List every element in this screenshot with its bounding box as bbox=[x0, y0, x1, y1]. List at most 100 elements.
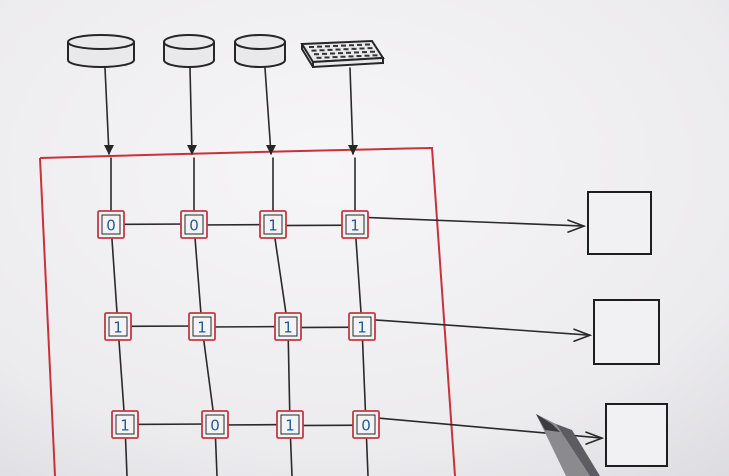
arrowhead-icon bbox=[266, 145, 276, 155]
bit-value: 1 bbox=[113, 319, 123, 337]
cell-frame bbox=[111, 410, 139, 439]
disk-top bbox=[234, 34, 286, 50]
output-wire bbox=[361, 318, 591, 337]
cell-frame bbox=[341, 210, 369, 239]
cell-inner bbox=[352, 316, 372, 337]
key bbox=[346, 51, 351, 54]
crosspoint-cell: 1 bbox=[274, 312, 302, 341]
input-wire bbox=[104, 67, 110, 155]
crosspoint-cell: 1 bbox=[104, 312, 132, 341]
column-wire bbox=[201, 326, 216, 426]
cell-inner bbox=[278, 316, 298, 337]
arrowhead-icon bbox=[573, 328, 593, 343]
crosspoint-cell: 1 bbox=[276, 410, 304, 439]
disk-drive-icon bbox=[234, 34, 286, 68]
key bbox=[370, 50, 375, 53]
key bbox=[338, 52, 343, 55]
cell-frame bbox=[104, 312, 132, 341]
key bbox=[367, 47, 373, 50]
cell-inner bbox=[280, 414, 300, 435]
cell-frame bbox=[97, 210, 125, 239]
column-wire bbox=[193, 224, 203, 328]
column-wire bbox=[272, 224, 289, 328]
key bbox=[327, 48, 333, 51]
disk-top bbox=[163, 34, 215, 50]
bit-value: 1 bbox=[283, 319, 293, 337]
key bbox=[343, 48, 349, 51]
key bbox=[351, 47, 357, 50]
column-wire bbox=[117, 326, 126, 426]
bit-value: 1 bbox=[357, 319, 367, 337]
disk-drive-icon bbox=[163, 34, 215, 68]
column-wire bbox=[361, 326, 367, 426]
cell-inner bbox=[205, 414, 225, 435]
cell-frame bbox=[259, 210, 287, 239]
key bbox=[365, 43, 370, 46]
pen-icon bbox=[536, 414, 600, 476]
cell-frame bbox=[352, 410, 380, 439]
crosspoint-cell: 0 bbox=[97, 210, 125, 239]
cell-inner bbox=[101, 214, 121, 235]
cell-frame bbox=[180, 210, 208, 239]
key bbox=[364, 54, 370, 57]
cell-inner bbox=[263, 214, 283, 235]
cell-inner bbox=[115, 414, 135, 435]
key bbox=[340, 55, 346, 58]
bit-value: 1 bbox=[268, 217, 278, 235]
disk-top bbox=[67, 34, 135, 50]
key bbox=[314, 53, 319, 56]
key bbox=[319, 49, 325, 52]
key bbox=[324, 56, 330, 59]
output-device-box bbox=[593, 299, 660, 365]
bit-value: 0 bbox=[361, 417, 371, 435]
key bbox=[317, 45, 322, 48]
key bbox=[325, 45, 330, 48]
key bbox=[311, 49, 317, 52]
switch-matrix-frame bbox=[39, 146, 456, 476]
cell-inner bbox=[184, 214, 204, 235]
crosspoint-cell: 0 bbox=[352, 410, 380, 439]
key bbox=[354, 51, 359, 54]
key bbox=[333, 44, 338, 47]
input-devices bbox=[67, 34, 385, 69]
key bbox=[356, 55, 362, 58]
crosspoint-cell: 1 bbox=[188, 312, 216, 341]
crosspoint-cell: 1 bbox=[259, 210, 287, 239]
column-wire bbox=[287, 326, 291, 426]
arrowhead-icon bbox=[348, 145, 358, 155]
key bbox=[348, 55, 354, 58]
column-wire bbox=[354, 224, 363, 328]
key bbox=[362, 51, 367, 54]
bit-value: 0 bbox=[210, 417, 220, 435]
cell-frame bbox=[188, 312, 216, 341]
key bbox=[332, 56, 338, 59]
bit-value: 1 bbox=[120, 417, 130, 435]
arrowhead-icon bbox=[104, 145, 114, 155]
bit-value: 1 bbox=[197, 319, 207, 337]
key bbox=[316, 56, 322, 59]
key bbox=[341, 44, 346, 47]
crosspoint-cells: 0 0 1 1 1 1 1 1 1 0 1 0 bbox=[97, 210, 380, 439]
output-devices bbox=[587, 191, 668, 467]
cell-frame bbox=[348, 312, 376, 341]
cell-frame bbox=[276, 410, 304, 439]
key bbox=[359, 47, 365, 50]
cell-inner bbox=[192, 316, 212, 337]
output-wire bbox=[354, 216, 585, 227]
crosspoint-cell: 1 bbox=[341, 210, 369, 239]
input-wire bbox=[189, 67, 193, 155]
bit-value: 1 bbox=[285, 417, 295, 435]
key bbox=[309, 46, 314, 48]
column-wire bbox=[110, 224, 119, 328]
key bbox=[322, 52, 327, 55]
crosspoint-cell: 0 bbox=[180, 210, 208, 239]
key bbox=[330, 52, 335, 55]
bit-value: 0 bbox=[189, 217, 199, 235]
key bbox=[357, 43, 362, 46]
input-wire bbox=[264, 67, 272, 155]
arrowhead-icon bbox=[187, 145, 197, 155]
cell-frame bbox=[274, 312, 302, 341]
input-wire bbox=[349, 67, 354, 155]
